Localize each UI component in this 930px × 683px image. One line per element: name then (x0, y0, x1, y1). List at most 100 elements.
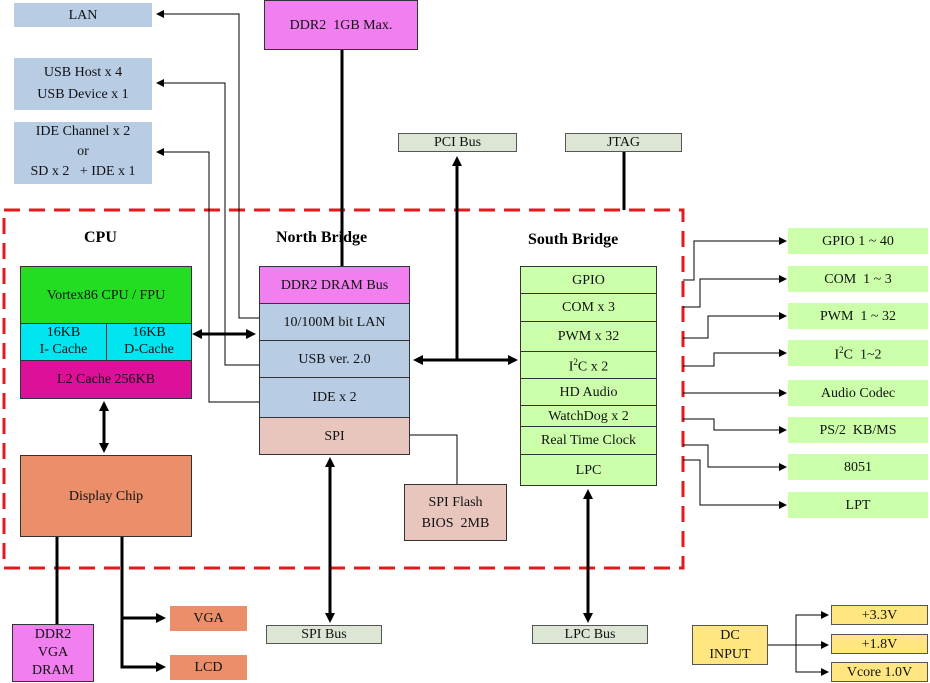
gpio-io-label: GPIO 1 ~ 40 (822, 233, 894, 249)
sb-watchdog-label: WatchDog x 2 (548, 408, 629, 424)
sb-rtc-label: Real Time Clock (541, 433, 636, 448)
nb-spi: SPI (259, 417, 410, 455)
i2c-io-sup: 2 (839, 345, 844, 356)
jtag-label: JTAG (606, 135, 641, 150)
sb-hd-audio: HD Audio (520, 378, 657, 406)
nb-usb: USB ver. 2.0 (259, 340, 410, 378)
sb-i2c: I2C x 2 (520, 351, 657, 379)
com-io-box: COM 1 ~ 3 (788, 266, 928, 292)
cpu-core-label: Vortex86 CPU / FPU (46, 287, 166, 303)
com-out-wire (683, 275, 787, 308)
lan-label: LAN (68, 7, 98, 23)
ide-sd-box: IDE Channel x 2 or SD x 2 + IDE x 1 (14, 122, 152, 184)
lpt-io-box: LPT (788, 492, 928, 518)
dc-input-line2: INPUT (709, 647, 751, 662)
pci-bus-box: PCI Bus (398, 133, 517, 152)
nb-ddr2-bus: DDR2 DRAM Bus (259, 266, 410, 304)
gpio-io-box: GPIO 1 ~ 40 (788, 228, 928, 254)
sb-i2c-pre: I (568, 359, 574, 375)
sb-gpio: GPIO (520, 266, 657, 294)
usb-device-label: USB Device x 1 (37, 87, 129, 102)
pwm-out-wire (683, 312, 787, 339)
sb-pwm: PWM x 32 (520, 321, 657, 352)
sb-i2c-label: I2C x 2 (569, 353, 609, 377)
south-bridge-header: South Bridge (528, 231, 619, 248)
pwm-io-label: PWM 1 ~ 32 (819, 308, 897, 324)
i2c-io-box: I2C 1~2 (788, 340, 928, 366)
i8051-io-label: 8051 (844, 459, 872, 475)
usb-wire (156, 79, 259, 366)
vga-label: VGA (193, 611, 224, 626)
spi-flash-label: SPI Flash (428, 495, 483, 510)
lpt-io-label: LPT (845, 497, 871, 513)
dc-input-line1: DC (720, 628, 740, 643)
ps2-out-wire (683, 418, 787, 434)
ddr2-max-box: DDR2 1GB Max. (264, 0, 418, 50)
8051-out-wire (683, 444, 787, 471)
vga-lcd-wire (120, 537, 166, 672)
ide-or-label: or (77, 144, 89, 159)
sb-lpc-label: LPC (575, 462, 602, 478)
sb-i2c-post: C x 2 (577, 359, 609, 375)
audio-io-box: Audio Codec (788, 380, 928, 406)
pci-bus-label: PCI Bus (433, 135, 482, 150)
com-io-label: COM 1 ~ 3 (824, 271, 892, 287)
vcore-box: Vcore 1.0V (831, 662, 928, 682)
i2c-io-post: C 1~2 (843, 347, 882, 363)
v33-box: +3.3V (831, 605, 928, 625)
usb-box: USB Host x 4 USB Device x 1 (14, 58, 152, 110)
nb-ddr2-bus-label: DDR2 DRAM Bus (280, 277, 389, 293)
spi-flash-size: BIOS 2MB (421, 516, 490, 531)
spi-bus-box: SPI Bus (266, 625, 382, 644)
vga-dram-box: DDR2 VGA DRAM (12, 624, 94, 682)
ide-channel-label: IDE Channel x 2 (35, 124, 131, 139)
ps2-io-label: PS/2 KB/MS (819, 422, 897, 438)
sd-ide-label: SD x 2 + IDE x 1 (30, 164, 136, 179)
lan-wire (156, 10, 259, 319)
sb-rtc: Real Time Clock (520, 426, 657, 455)
lpc-bus-box: LPC Bus (532, 625, 648, 644)
lcd-label: LCD (194, 660, 223, 675)
spi-bus-label: SPI Bus (301, 627, 347, 642)
dc-input-box: DC INPUT (692, 625, 768, 665)
sb-lpc: LPC (520, 454, 657, 486)
cpu-header: CPU (84, 229, 117, 246)
vga-dram-line3: DRAM (31, 663, 74, 678)
gpio-out-wire (683, 237, 787, 281)
i2c-out-wire (683, 349, 787, 367)
sb-watchdog: WatchDog x 2 (520, 405, 657, 427)
vga-dram-line1: DDR2 (34, 627, 72, 642)
nb-ide: IDE x 2 (259, 377, 410, 418)
l2-cache-label: L2 Cache 256KB (57, 372, 155, 387)
ddr2-max-label: DDR2 1GB Max. (289, 17, 393, 33)
dcache-box: 16KB D-Cache (106, 323, 192, 361)
nb-ide-label: IDE x 2 (312, 390, 357, 405)
sb-com: COM x 3 (520, 293, 657, 322)
lpc-bus-label: LPC Bus (564, 627, 616, 642)
i2c-io-pre: I (834, 347, 840, 363)
nb-lan: 10/100M bit LAN (259, 303, 410, 341)
vcore-wire (795, 645, 829, 676)
ps2-io-box: PS/2 KB/MS (788, 417, 928, 443)
sb-pwm-label: PWM x 32 (557, 329, 620, 344)
spi-flash-wire (410, 434, 458, 484)
v33-label: +3.3V (861, 607, 898, 623)
sb-i2c-sup: 2 (573, 357, 578, 368)
cpu-core-box: Vortex86 CPU / FPU (20, 266, 192, 324)
nb-spi-label: SPI (324, 428, 345, 444)
nb-usb-label: USB ver. 2.0 (298, 351, 371, 367)
audio-io-label: Audio Codec (820, 385, 896, 401)
v18-label: +1.8V (861, 636, 898, 652)
icache-label: I- Cache (39, 342, 88, 357)
icache-box: 16KB I- Cache (20, 323, 107, 361)
north-bridge-header: North Bridge (276, 229, 368, 246)
nb-lan-label: 10/100M bit LAN (283, 314, 386, 330)
vga-dram-line2: VGA (37, 645, 69, 660)
lcd-box: LCD (170, 655, 247, 680)
vga-box: VGA (170, 606, 247, 631)
lan-box: LAN (14, 3, 152, 27)
sb-hd-audio-label: HD Audio (559, 384, 618, 400)
vcore-label: Vcore 1.0V (846, 664, 913, 680)
dcache-size: 16KB (132, 325, 166, 340)
